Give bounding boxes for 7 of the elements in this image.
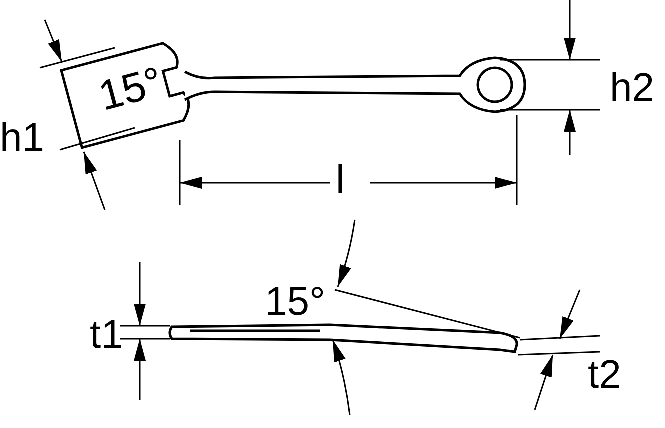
dimension-label: t1 xyxy=(90,315,124,355)
dimension-label: t2 xyxy=(588,355,622,395)
angle-label: 15° xyxy=(95,62,167,117)
dimension-label: l xyxy=(336,160,345,200)
dimension-label: h2 xyxy=(610,68,654,108)
dimension-label: h1 xyxy=(0,118,44,158)
angle-label: 15° xyxy=(265,282,326,322)
